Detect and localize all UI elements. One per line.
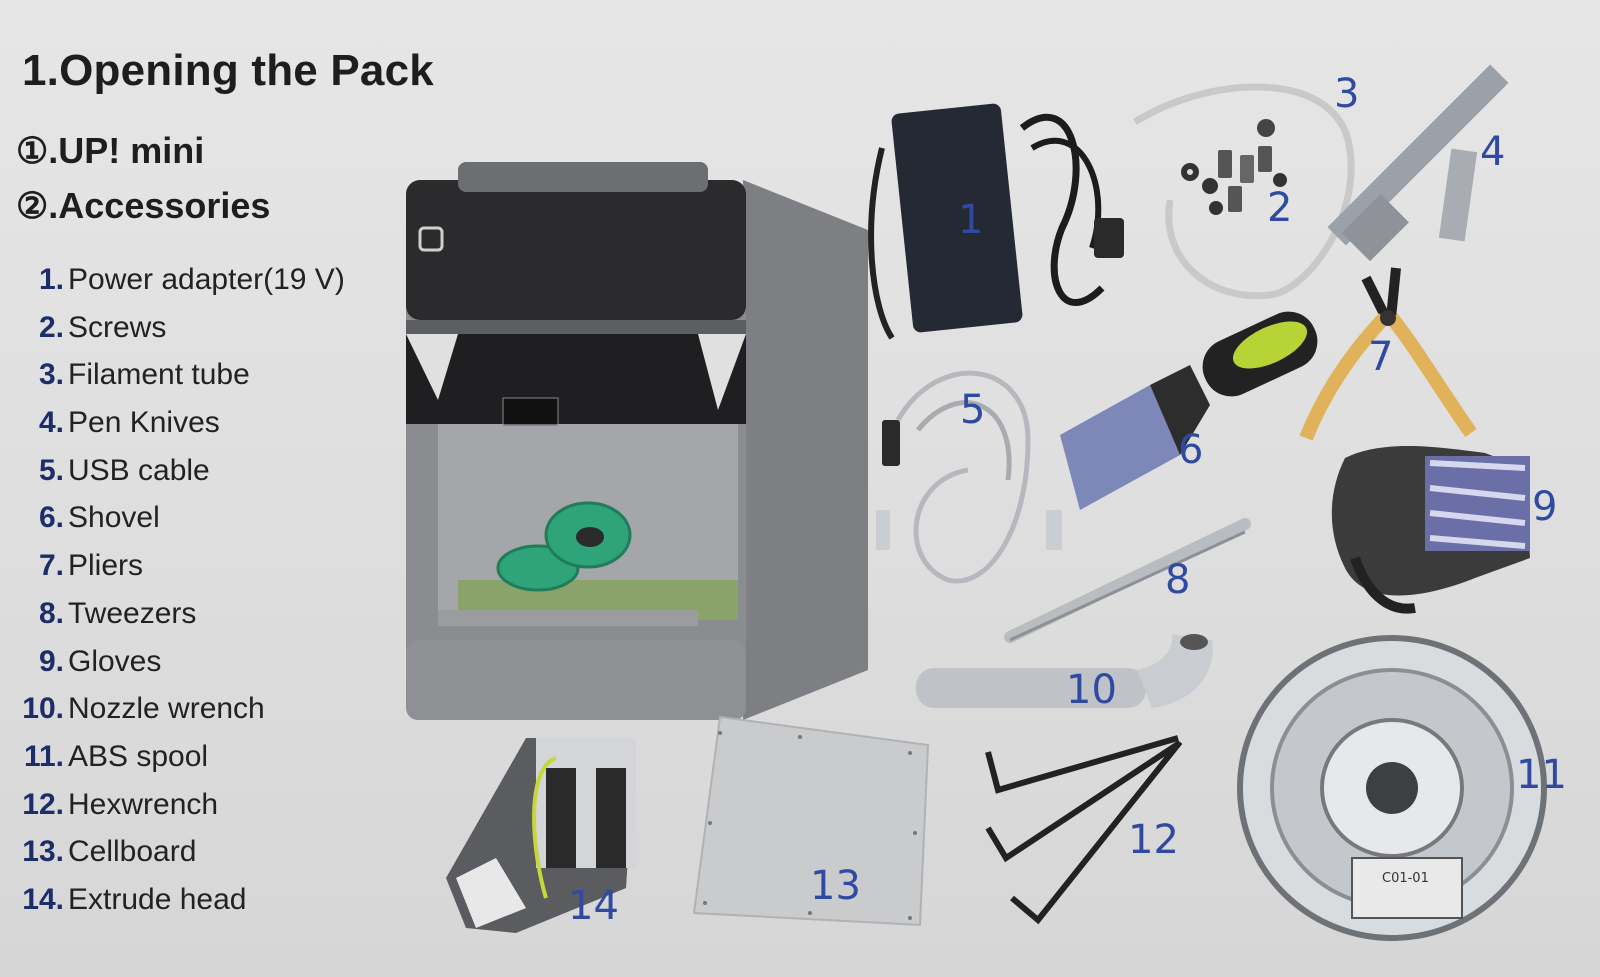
power-adapter-illustration <box>868 103 1124 340</box>
list-item: 7.Pliers <box>0 542 345 590</box>
list-item: 8.Tweezers <box>0 590 345 638</box>
hexwrench-illustration <box>985 735 1183 925</box>
item-label: Cellboard <box>68 835 197 869</box>
list-item: 1.Power adapter(19 V) <box>0 256 345 304</box>
accessory-list: 1.Power adapter(19 V) 2.Screws 3.Filamen… <box>0 256 345 924</box>
callout-3: 3 <box>1334 71 1360 117</box>
item-number: 14. <box>22 882 64 916</box>
list-item: 2.Screws <box>0 304 345 352</box>
shovel-illustration <box>1060 311 1318 510</box>
power-button-icon <box>418 226 444 252</box>
item-number: 12. <box>22 787 64 821</box>
item-label: Nozzle wrench <box>68 692 265 726</box>
item-label: Hexwrench <box>68 787 219 821</box>
tweezers-illustration <box>1004 518 1251 643</box>
item-label: Power adapter(19 V) <box>68 263 345 296</box>
item-label: Extrude head <box>68 882 247 916</box>
callout-2: 2 <box>1267 185 1293 231</box>
callout-4: 4 <box>1480 129 1506 175</box>
callout-10: 10 <box>1066 667 1117 713</box>
list-item: 4.Pen Knives <box>0 399 345 447</box>
list-item: 10.Nozzle wrench <box>0 685 345 733</box>
abs-spool-illustration: C01-01 <box>1237 635 1547 941</box>
printer-logo-icon <box>502 397 559 427</box>
item-number: 11. <box>23 739 64 773</box>
spool-label: C01-01 <box>1382 871 1429 886</box>
list-item: 5.USB cable <box>0 447 345 495</box>
item-number: 5. <box>38 453 64 487</box>
item-label: USB cable <box>68 453 210 487</box>
item-number: 6. <box>38 501 64 535</box>
item-number: 3. <box>38 358 64 392</box>
item-label: Shovel <box>68 501 160 535</box>
item-number: 13. <box>22 835 64 869</box>
item-number: 10. <box>22 692 64 726</box>
cellboard-illustration <box>692 715 930 927</box>
callout-9: 9 <box>1532 484 1558 530</box>
pen-knife-illustration <box>1327 64 1509 262</box>
callout-6: 6 <box>1178 427 1204 473</box>
item-label: ABS spool <box>68 739 209 773</box>
screws-illustration <box>1181 119 1287 215</box>
callout-8: 8 <box>1165 557 1191 603</box>
item-label: Pliers <box>68 549 144 583</box>
callout-13: 13 <box>810 863 861 909</box>
item-number: 1. <box>38 263 64 296</box>
extrude-head-illustration <box>446 738 636 933</box>
list-item: 6.Shovel <box>0 494 345 542</box>
gloves-illustration <box>1331 446 1530 614</box>
usb-cable-illustration <box>876 370 1062 584</box>
pliers-illustration <box>1299 267 1477 441</box>
subheading-accessories: ②.Accessories <box>16 185 271 226</box>
list-item: 14.Extrude head <box>0 876 345 924</box>
item-label: Screws <box>68 310 167 344</box>
callout-14: 14 <box>568 883 619 929</box>
callout-1: 1 <box>958 197 984 243</box>
page-title: 1.Opening the Pack <box>22 46 434 95</box>
callout-11: 11 <box>1516 752 1567 798</box>
callout-12: 12 <box>1128 817 1179 863</box>
item-number: 2. <box>38 310 64 344</box>
callout-7: 7 <box>1368 334 1394 380</box>
subheading-printer: ①.UP! mini <box>16 130 205 171</box>
item-number: 7. <box>38 549 64 583</box>
callout-5: 5 <box>960 387 986 433</box>
item-label: Filament tube <box>68 358 250 392</box>
item-label: Pen Knives <box>68 406 220 440</box>
item-number: 8. <box>38 596 64 630</box>
item-label: Tweezers <box>68 596 197 630</box>
item-number: 4. <box>38 406 64 440</box>
printer-illustration <box>406 162 868 720</box>
nozzle-wrench-illustration <box>916 634 1213 708</box>
list-item: 3.Filament tube <box>0 351 345 399</box>
item-label: Gloves <box>68 644 162 678</box>
list-item: 11.ABS spool <box>0 733 345 781</box>
item-number: 9. <box>38 644 64 678</box>
list-item: 9.Gloves <box>0 638 345 686</box>
list-item: 12.Hexwrench <box>0 781 345 829</box>
list-item: 13.Cellboard <box>0 828 345 876</box>
